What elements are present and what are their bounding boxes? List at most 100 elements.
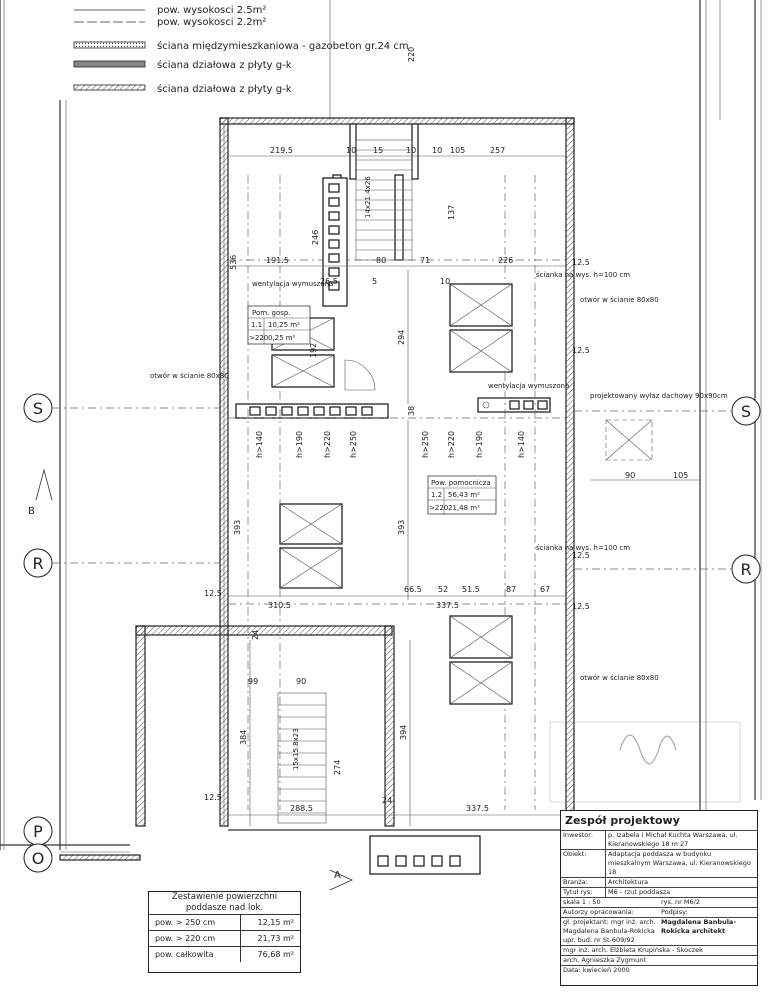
axis-label-r: R [32, 554, 43, 573]
row-value: Adaptacja poddasza w budynku mieszkalnym… [608, 850, 751, 876]
summary-label: pow. całkowita [149, 947, 241, 962]
bottom-wall-left [59, 854, 141, 861]
low-wall-label: ścianka na wys. h=100 cm [536, 271, 630, 279]
title-block: Zespół projektowy Inwestor:p. Izabela i … [560, 810, 758, 986]
dim-text: 337.5 [436, 601, 459, 610]
vent-column-vertical [322, 177, 348, 307]
dim-text: 67 [540, 585, 550, 594]
dim-text: 10 [406, 146, 416, 155]
room-table-2: Pow. pomocnicza 1.2 56,43 m² >220 21,48 … [427, 475, 497, 515]
summary-label: pow. > 250 cm [149, 915, 241, 930]
dim-text: 105 [450, 146, 465, 155]
row-value: M6 - rzut poddasza [608, 888, 671, 896]
opening-label: otwór w ścianie 80x80 [580, 674, 659, 682]
dim-text: 192 [309, 343, 318, 358]
dim-text: 137 [447, 205, 456, 220]
room-cell: >220 [249, 334, 268, 342]
low-wall-label: ścianka na wys. h=100 cm [536, 544, 630, 552]
area-summary-table: Zestawienie powierzchni poddasze nad lok… [148, 891, 301, 973]
dim-text: 536 [229, 255, 238, 270]
hatch-label: projektowany wyłaz dachowy 90x90cm [590, 392, 728, 400]
dim-text: 393 [233, 520, 242, 535]
dim-text: 87 [506, 585, 516, 594]
row-value: Architektura [608, 878, 649, 886]
title-row: Data: kwiecień 2000 [561, 965, 757, 975]
dim-text: 337.5 [466, 804, 489, 813]
legend-label-1: pow. wysokosci 2.5m² [157, 5, 266, 16]
dim-text: 12.5 [204, 589, 222, 598]
dim-text: 5 [372, 277, 377, 286]
building-outline [0, 0, 762, 861]
dim-text: 10 [440, 277, 450, 286]
dim-text: 394 [399, 725, 408, 740]
section-label-a: A [334, 870, 341, 881]
approval-stamp [549, 721, 741, 803]
row-key: Tytuł rys: [561, 888, 606, 897]
apartment-walls [135, 117, 575, 831]
axis-label-s-right: S [741, 402, 751, 421]
row-key: Inwestor: [561, 831, 606, 849]
height-label: h>140 [255, 431, 264, 458]
opening-label: otwór w ścianie 80x80 [580, 296, 659, 304]
designer-stamp: Magdalena Banbula-Rokicka architekt [661, 918, 737, 935]
dim-text: 384 [239, 730, 248, 745]
dim-text: 220 [407, 47, 416, 62]
summary-title-2: poddasze nad lok. [185, 903, 264, 913]
legend-swatch-4 [73, 60, 146, 68]
row-value: p. Izabela i Michał Kuchta Warszawa, ul.… [608, 831, 738, 848]
title-row: Inwestor:p. Izabela i Michał Kuchta Wars… [561, 830, 757, 849]
dim-text: 274 [333, 760, 342, 775]
height-label: h>250 [349, 431, 358, 458]
dim-text: 12.5 [572, 258, 590, 267]
annotations: wentylacja wymuszona wentylacja wymuszon… [150, 271, 728, 682]
dim-text: 294 [397, 330, 406, 345]
row-key: Branża: [561, 878, 606, 887]
room-cell: 10,25 m² [268, 321, 300, 329]
dim-text: 24 [251, 630, 260, 640]
stairs-bottom-label: 15x15.8x23 [292, 728, 300, 770]
vent-label: wentylacja wymuszona [252, 280, 333, 288]
dim-text: 99 [248, 677, 258, 686]
room-cell: 56,43 m² [448, 491, 480, 499]
dim-text: 105 [673, 471, 688, 480]
dim-text: 12.5 [204, 793, 222, 802]
architect-3: arch. Agnieszka Zygmunt [563, 956, 646, 964]
dim-text: 51.5 [462, 585, 480, 594]
vent-row-horizontal [249, 400, 548, 416]
dim-text: 24 [382, 796, 392, 805]
stairs-bottom: 15x15.8x23 [277, 692, 327, 824]
title-row: Tytuł rys:M6 - rzut poddasza [561, 887, 757, 897]
title-row: Branża:Architektura [561, 877, 757, 887]
room-cell: 0,25 m² [268, 334, 296, 342]
stairs-top-label: 14x21.4x26 [364, 176, 372, 218]
door-swing [344, 359, 376, 391]
dim-text: 219.5 [270, 146, 293, 155]
room-cell: >220 [429, 504, 448, 512]
legend-label-4: ściana działowa z płyty g-k [157, 59, 292, 71]
vent-label: wentylacja wymuszona [488, 382, 569, 390]
dim-text: 71 [420, 256, 430, 265]
dim-text: 393 [397, 520, 406, 535]
authors-label: Autorzy opracowania: [563, 908, 634, 916]
legend-label-5: ściana działowa z płyty g-k [157, 83, 292, 95]
title-row: arch. Agnieszka Zygmunt [561, 955, 757, 965]
title-block-heading: Zespół projektowy [565, 814, 680, 827]
room-cell: 1.1 [251, 321, 262, 329]
summary-row: pow. całkowita 76,68 m² [149, 946, 300, 962]
stairs-top: 14x21.4x26 [355, 139, 413, 261]
height-labels: h>140 h>190 h>220 h>250 h>250 h>220 h>19… [255, 431, 526, 458]
summary-label: pow. > 220 cm [149, 931, 241, 946]
section-arrow-b [35, 468, 53, 501]
title-row: Obiekt:Adaptacja poddasza w budynku mies… [561, 849, 757, 877]
scale-value: skala 1 : 50 [563, 898, 601, 906]
dim-text: 288.5 [290, 804, 313, 813]
dim-text: 90 [296, 677, 306, 686]
height-label: h>190 [475, 431, 484, 458]
dim-text: 26.5 [320, 277, 338, 286]
summary-title-1: Zestawienie powierzchni [171, 892, 278, 902]
summary-value: 76,68 m² [257, 950, 294, 959]
drawing-number: rys. nr M6/2 [661, 898, 700, 906]
designer: gł. projektant: mgr inż. arch. Magdalena… [563, 918, 656, 944]
legend-swatch-5 [73, 84, 146, 91]
legend-label-3: ściana międzymieszkaniowa - gazobeton gr… [157, 40, 409, 52]
